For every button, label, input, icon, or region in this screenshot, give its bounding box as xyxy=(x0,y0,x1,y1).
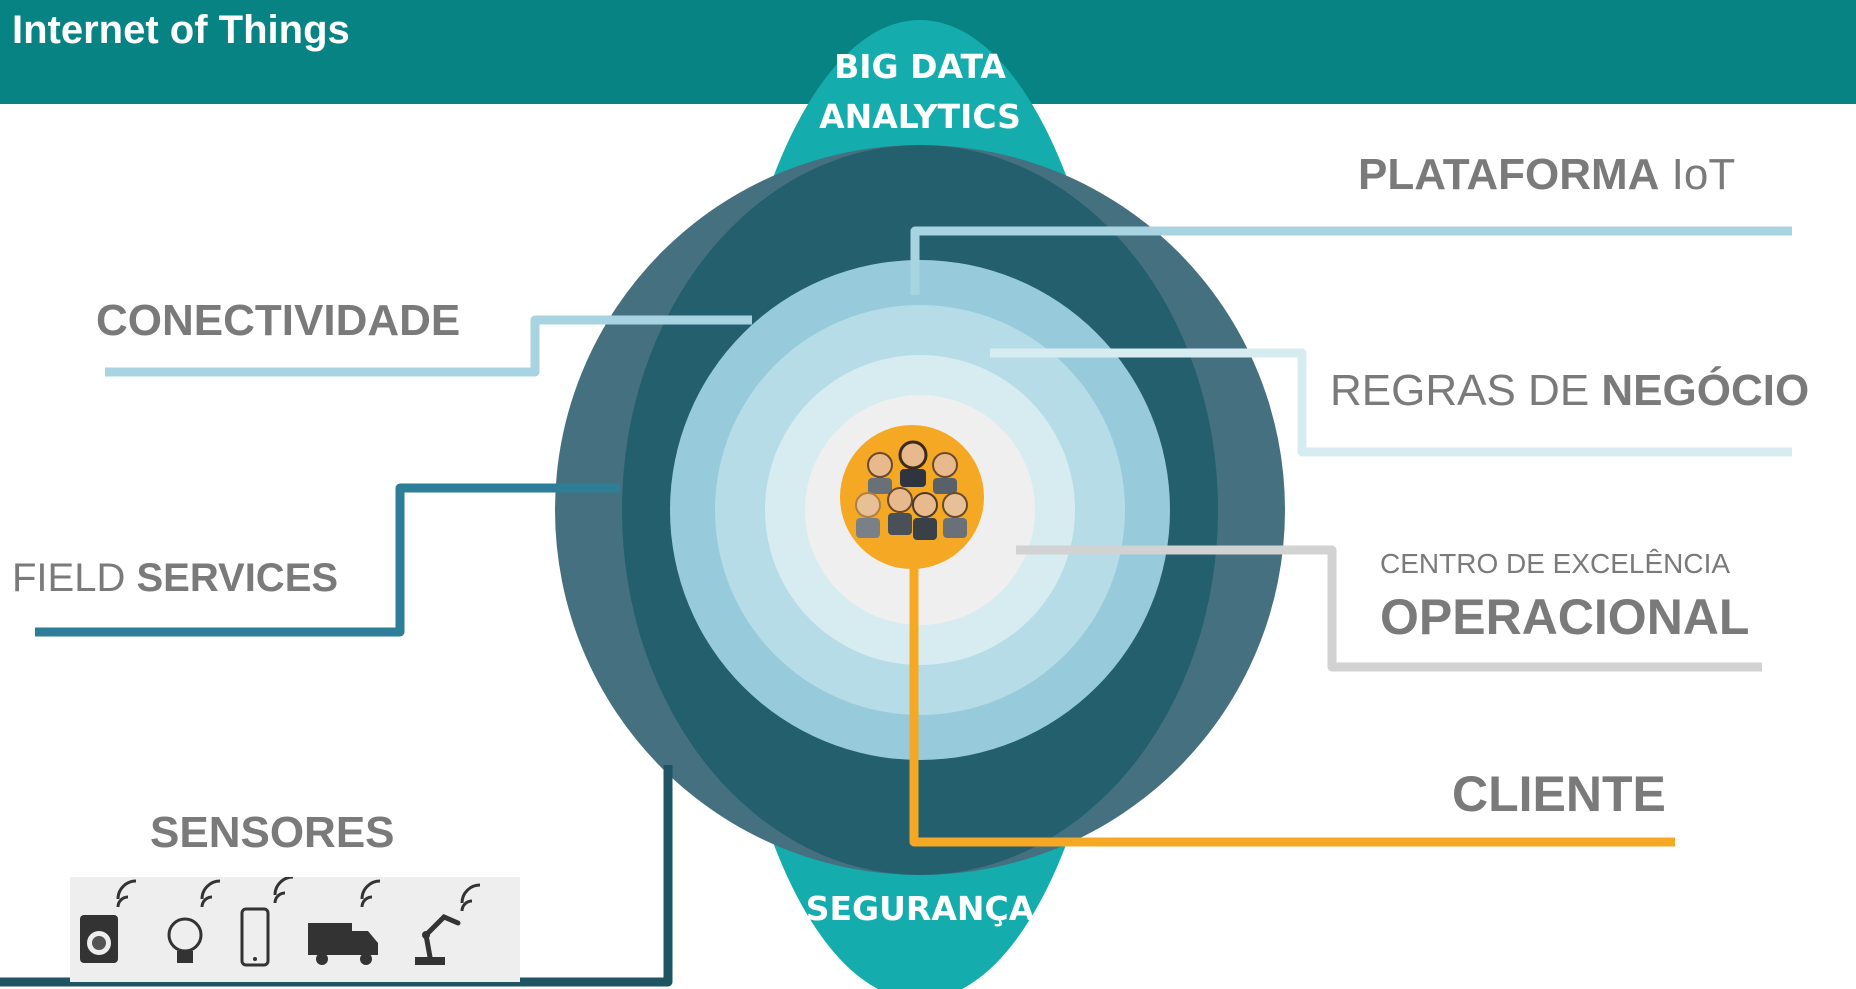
plataforma-plain: IoT xyxy=(1659,150,1736,199)
sensores-line xyxy=(0,765,673,987)
centro-label: CENTRO DE EXCELÊNCIA xyxy=(1380,548,1731,579)
big-data-label: BIG DATA ANALYTICS xyxy=(800,42,1040,142)
regras-line xyxy=(990,348,1792,457)
plataforma-label: PLATAFORMA IoT xyxy=(1358,150,1735,200)
sensor-icons xyxy=(80,875,481,967)
plataforma-bold: PLATAFORMA xyxy=(1358,150,1660,199)
page-title: Internet of Things xyxy=(12,8,350,52)
operacional-line xyxy=(1016,545,1762,672)
seguranca-label: SEGURANÇA xyxy=(805,889,1035,928)
cliente-label: CLIENTE xyxy=(1452,766,1666,822)
cliente-line xyxy=(909,560,1675,847)
regras-plain: REGRAS DE xyxy=(1330,366,1602,415)
field-services-bold: SERVICES xyxy=(136,556,339,600)
people-group-icon xyxy=(840,425,984,569)
big-data-line1: BIG DATA xyxy=(834,47,1006,86)
sensores-label: SENSORES xyxy=(150,808,395,857)
conectividade-label: CONECTIVIDADE xyxy=(96,296,461,345)
truck-icon xyxy=(308,879,381,965)
operacional-label: OPERACIONAL xyxy=(1380,589,1750,645)
field-services-label: FIELD SERVICES xyxy=(12,556,338,601)
smartphone-icon xyxy=(240,875,294,967)
big-data-line2: ANALYTICS xyxy=(819,97,1021,136)
robot-arm-icon xyxy=(415,883,481,965)
conectividade-line xyxy=(105,315,752,377)
regras-bold: NEGÓCIO xyxy=(1601,366,1810,415)
regras-label: REGRAS DE NEGÓCIO xyxy=(1330,366,1809,416)
plataforma-line xyxy=(910,226,1792,295)
sensor-strip xyxy=(70,875,520,982)
light-bulb-icon xyxy=(167,879,221,963)
washing-machine-icon xyxy=(80,879,137,963)
field-services-plain: FIELD xyxy=(12,556,137,600)
field-services-line xyxy=(35,483,620,637)
